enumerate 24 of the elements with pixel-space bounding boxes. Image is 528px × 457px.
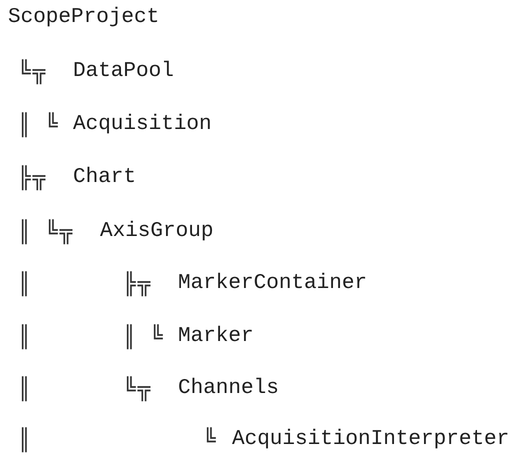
tree-item-name: Channels xyxy=(178,376,279,402)
tree-connector-glyph: ╚ xyxy=(203,427,218,453)
tree-connector-glyph: ╚╦ xyxy=(18,59,48,85)
tree-connector-glyph: ╚╦ xyxy=(123,376,152,402)
tree-item-name: DataPool xyxy=(73,59,174,85)
tree-connector-glyph: ║ xyxy=(18,112,33,138)
tree-connector-glyph: ╚ xyxy=(150,324,165,350)
tree-item-name: Marker xyxy=(178,324,254,350)
tree-connector-glyph: ║ xyxy=(18,376,33,402)
tree-connector-glyph: ║ xyxy=(123,324,138,350)
tree-connector-glyph: ╚ xyxy=(45,112,60,138)
tree-connector-glyph: ╚╦ xyxy=(45,219,74,245)
tree-item-name: Chart xyxy=(73,165,136,191)
tree-item-name: AcquisitionInterpreter xyxy=(232,427,510,453)
tree-connector-glyph: ║ xyxy=(18,271,33,297)
tree-item-name: Acquisition xyxy=(73,112,212,138)
tree-item-name: AxisGroup xyxy=(100,219,214,245)
tree-connector-glyph: ║ xyxy=(18,219,33,245)
tree-connector-glyph: ╠╦ xyxy=(123,271,152,297)
tree-item-name: MarkerContainer xyxy=(178,271,368,297)
tree-connector-glyph: ╠╦ xyxy=(18,165,48,191)
tree-connector-glyph: ║ xyxy=(18,427,33,453)
tree-item-name: ScopeProject xyxy=(8,5,160,31)
tree-connector-glyph: ║ xyxy=(18,324,33,350)
